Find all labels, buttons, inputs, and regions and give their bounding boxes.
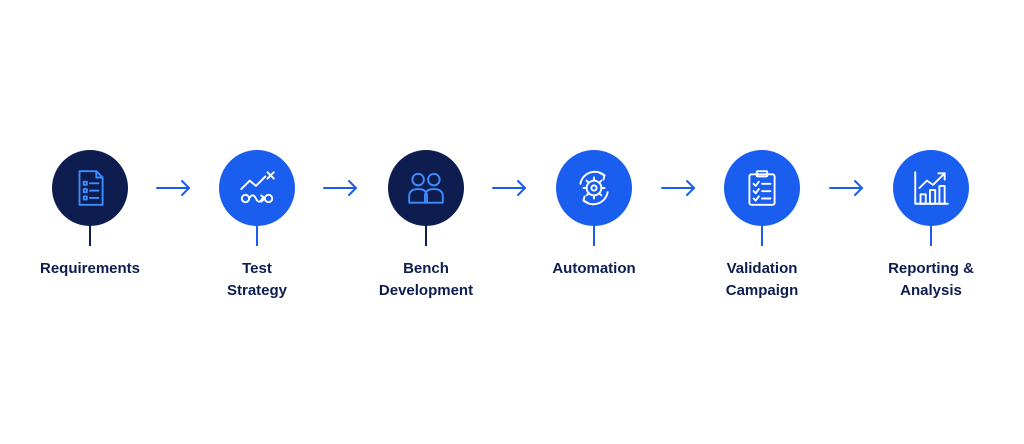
- step-circle: [219, 150, 295, 226]
- step-label-line: Strategy: [226, 282, 288, 299]
- flow-arrow-icon: [156, 180, 190, 196]
- step-automation: Automation: [514, 150, 674, 280]
- step-circle: [893, 150, 969, 226]
- step-label: Validation Campaign: [726, 258, 799, 302]
- step-label-line: Validation: [726, 260, 798, 277]
- gear-cycle-icon: [579, 170, 609, 206]
- growth-chart-icon: [914, 171, 949, 205]
- step-stem: [425, 226, 427, 246]
- strategy-path-icon: [240, 171, 275, 204]
- step-label-line: Analysis: [900, 282, 962, 299]
- step-circle: [724, 150, 800, 226]
- step-stem: [593, 226, 595, 246]
- flow-arrow-icon: [829, 180, 863, 196]
- step-label-line: Development: [378, 282, 474, 299]
- step-label-line: Reporting &: [888, 260, 974, 277]
- step-label: Bench Development: [379, 258, 473, 302]
- step-test-strategy: Test Strategy: [177, 150, 337, 302]
- step-circle: [388, 150, 464, 226]
- step-label-line: Automation: [552, 260, 636, 277]
- step-stem: [761, 226, 763, 246]
- clipboard-checklist-icon: [748, 170, 776, 206]
- step-label: Test Strategy: [227, 258, 287, 302]
- step-label-line: Bench: [403, 260, 449, 277]
- team-people-icon: [408, 172, 444, 204]
- step-label: Reporting & Analysis: [888, 258, 974, 302]
- step-label-line: Test: [242, 260, 272, 277]
- document-list-icon: [78, 170, 104, 206]
- step-label-line: Requirements: [39, 260, 141, 277]
- flow-arrow-icon: [661, 180, 695, 196]
- step-reporting-analysis: Reporting & Analysis: [851, 150, 1011, 302]
- step-circle: [556, 150, 632, 226]
- step-validation-campaign: Validation Campaign: [682, 150, 842, 302]
- step-requirements: Requirements: [10, 150, 170, 280]
- step-bench-development: Bench Development: [346, 150, 506, 302]
- step-circle: [52, 150, 128, 226]
- step-label: Requirements: [40, 258, 140, 280]
- step-stem: [89, 226, 91, 246]
- step-stem: [256, 226, 258, 246]
- step-label-line: Campaign: [725, 282, 799, 299]
- step-label: Automation: [552, 258, 635, 280]
- flow-arrow-icon: [492, 180, 526, 196]
- flow-arrow-icon: [323, 180, 357, 196]
- step-stem: [930, 226, 932, 246]
